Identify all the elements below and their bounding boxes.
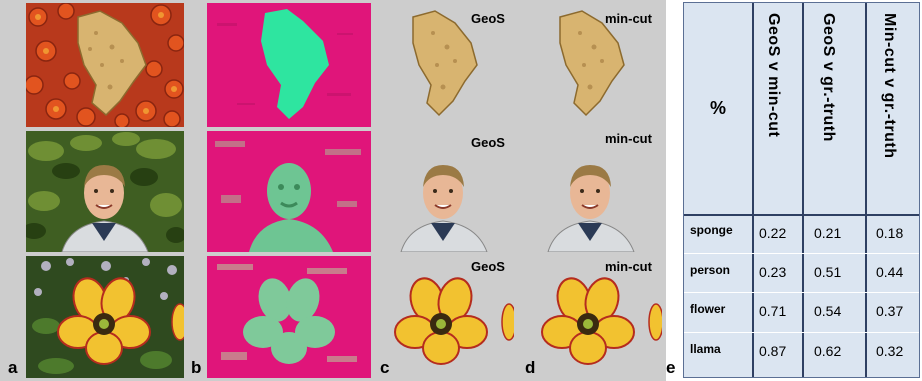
table-header-geos-vs-mincut: GeoS v min-cut [765, 13, 782, 138]
row-label: llama [690, 342, 721, 356]
geos-flower [377, 256, 514, 378]
table-header-line [684, 214, 919, 216]
table-cell: 0.71 [759, 303, 787, 319]
table-row-line [684, 292, 919, 293]
mincut-sponge [522, 3, 662, 127]
table-cell: 0.51 [814, 264, 842, 280]
mask-person [207, 131, 371, 252]
label-geos-row2: GeoS [471, 135, 505, 150]
table-row-line [684, 253, 919, 254]
label-geos-row3: GeoS [471, 259, 505, 274]
row-label: flower [690, 302, 726, 316]
geos-sponge [377, 3, 514, 127]
label-geos-row1: GeoS [471, 11, 505, 26]
photo-sponge-original [26, 3, 184, 127]
mincut-person [522, 131, 662, 252]
photo-person-original [26, 131, 184, 252]
photo-flower-original [26, 256, 184, 378]
mask-flower [207, 256, 371, 378]
table-cell: 0.87 [759, 343, 787, 359]
table-cell: 0.22 [759, 225, 787, 241]
table-cell: 0.32 [876, 343, 904, 359]
row-label: sponge [690, 223, 733, 237]
panel-letter-c: c [380, 358, 390, 377]
label-mincut-row3: min-cut [605, 259, 652, 274]
table-cell: 0.44 [876, 264, 904, 280]
results-table: % GeoS v min-cut GeoS v gr.-truth Min-cu… [683, 2, 920, 378]
mask-sponge [207, 3, 371, 127]
panel-letter-e: e [666, 358, 676, 377]
table-row-line [684, 332, 919, 333]
table-cell: 0.54 [814, 303, 842, 319]
table-header-geos-vs-gt: GeoS v gr.-truth [820, 13, 837, 142]
table-cell: 0.62 [814, 343, 842, 359]
table-col-sep [865, 3, 867, 377]
mincut-flower [522, 256, 662, 378]
table-col-sep [802, 3, 804, 377]
table-corner-label: % [709, 98, 726, 118]
panel-letter-a: a [8, 358, 18, 377]
table-cell: 0.37 [876, 303, 904, 319]
panel-letter-d: d [525, 358, 536, 377]
table-cell: 0.21 [814, 225, 842, 241]
geos-person [377, 131, 514, 252]
row-label: person [690, 263, 731, 277]
table-col-sep [752, 3, 754, 377]
label-mincut-row1: min-cut [605, 11, 652, 26]
table-cell: 0.18 [876, 225, 904, 241]
table-header-mincut-vs-gt: Min-cut v gr.-truth [881, 13, 898, 159]
label-mincut-row2: min-cut [605, 131, 652, 146]
panel-letter-b: b [191, 358, 202, 377]
table-cell: 0.23 [759, 264, 787, 280]
